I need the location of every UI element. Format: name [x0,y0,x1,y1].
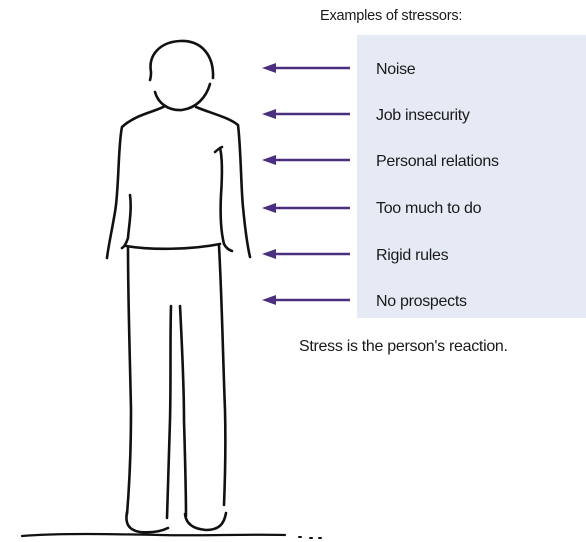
person-arm-right [218,146,234,253]
person-leg-left-outer [125,246,133,516]
person-figure [20,39,322,539]
stressor-label-personal-relations: Personal relations [376,153,499,170]
stressor-label-noise: Noise [376,61,416,78]
person-leg-right-inner [178,304,188,518]
stressor-label-too-much-to-do: Too much to do [376,200,482,217]
stressor-arrow-head [262,63,276,73]
stressor-arrow-head [262,203,276,213]
person-waist [124,242,222,251]
stressor-arrow [262,109,350,119]
person-torso-left [105,104,167,260]
stressor-arrow-head [262,249,276,259]
person-torso-right [194,105,252,259]
stressor-label-no-prospects: No prospects [376,293,467,310]
stressors-heading: Examples of stressors: [320,8,463,24]
person-leg-right-outer [217,244,227,507]
stressor-arrow [262,295,350,305]
person-foot-right [183,511,228,532]
stressor-arrow [262,249,350,259]
stressor-arrow-head [262,155,276,165]
person-leg-left-inner [165,304,173,520]
stressor-arrow [262,155,350,165]
stressor-arrow-head [262,109,276,119]
stressor-list-panel [357,35,586,318]
person-arm-left [120,193,132,250]
stressor-arrow [262,63,350,73]
person-foot-left [125,510,170,534]
stressor-arrow-head [262,295,276,305]
person-elbow-right [213,145,224,154]
person-head [148,39,215,112]
ground-line [20,532,287,538]
stressor-label-job-insecurity: Job insecurity [376,107,470,124]
stressor-label-rigid-rules: Rigid rules [376,247,449,264]
stressor-arrow [262,203,350,213]
stressor-arrows [262,63,350,305]
stress-reaction-note: Stress is the person's reaction. [299,338,508,355]
